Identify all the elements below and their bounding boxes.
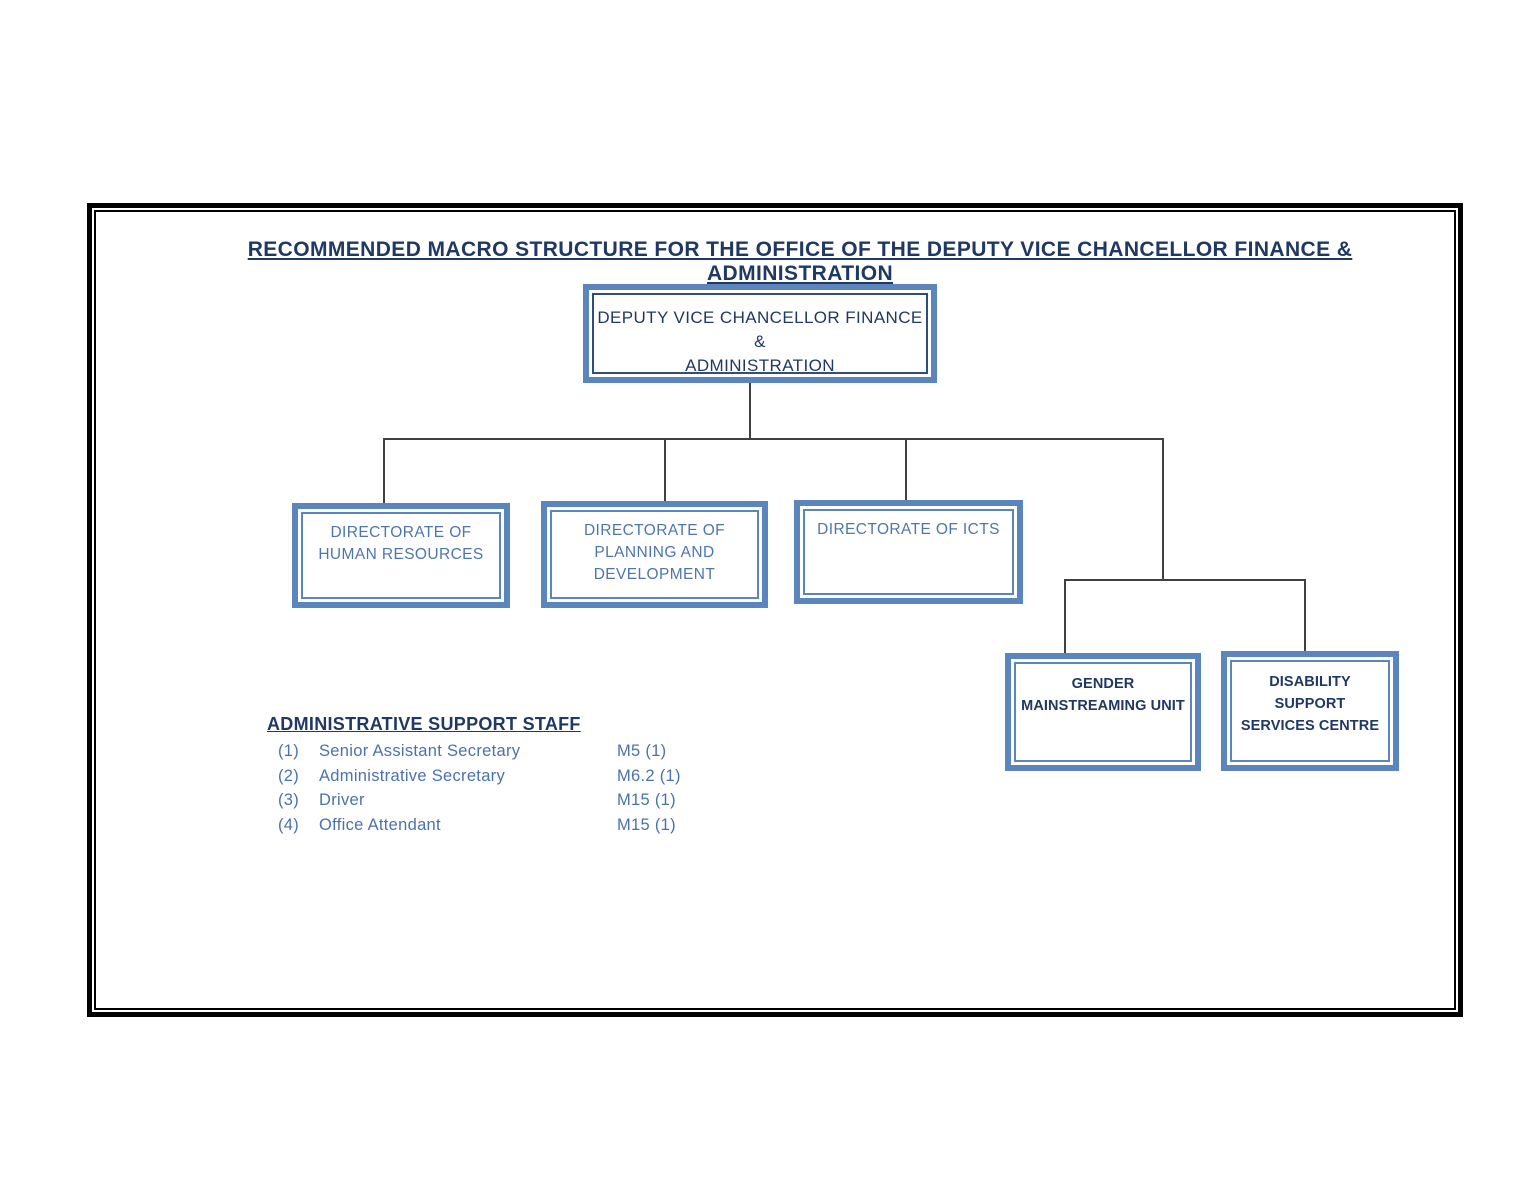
org-box-label: DIRECTORATE OF PLANNING AND DEVELOPMENT (583, 522, 726, 583)
page-title: RECOMMENDED MACRO STRUCTURE FOR THE OFFI… (247, 238, 1353, 285)
row-number: (4) (278, 816, 300, 835)
org-box-deputy-vice-chancellor: DEPUTY VICE CHANCELLOR FINANCE & ADMINIS… (583, 284, 937, 383)
row-number: (1) (278, 742, 300, 760)
org-box-gender-mainstreaming-unit: GENDER MAINSTREAMING UNIT (1005, 653, 1201, 771)
row-grade: M6.2 (1) (617, 766, 681, 785)
row-grade: M5 (1) (617, 742, 667, 760)
admin-staff-row: (3) Driver M15 (1) (267, 791, 727, 816)
row-grade: M15 (1) (617, 816, 676, 835)
row-grade: M15 (1) (617, 791, 676, 810)
page-border-frame (87, 203, 1463, 1017)
connector-drop-planning (664, 438, 666, 502)
box-inner-frame: DISABILITY SUPPORT SERVICES CENTRE (1230, 660, 1390, 762)
connector-drop-human-resources (383, 438, 385, 504)
row-role: Senior Assistant Secretary (319, 742, 521, 760)
org-box-directorate-planning-development: DIRECTORATE OF PLANNING AND DEVELOPMENT (541, 501, 768, 608)
row-role: Administrative Secretary (319, 766, 506, 785)
connector-drop-gender-unit (1064, 579, 1066, 654)
org-box-label: DIRECTORATE OF HUMAN RESOURCES (318, 524, 484, 563)
admin-staff-row: (1) Senior Assistant Secretary M5 (1) (267, 742, 727, 767)
connector-drop-right-branch (1162, 438, 1164, 581)
admin-staff-row: (2) Administrative Secretary M6.2 (1) (267, 767, 727, 792)
row-role: Office Attendant (319, 816, 441, 835)
org-box-directorate-human-resources: DIRECTORATE OF HUMAN RESOURCES (292, 503, 510, 608)
page-border-inner-line (94, 210, 1456, 1010)
org-box-label: DISABILITY SUPPORT SERVICES CENTRE (1240, 674, 1380, 734)
org-box-disability-support-services-centre: DISABILITY SUPPORT SERVICES CENTRE (1221, 651, 1399, 771)
org-box-label: DIRECTORATE OF ICTS (817, 521, 1000, 538)
box-inner-frame: DIRECTORATE OF PLANNING AND DEVELOPMENT (550, 510, 759, 599)
box-inner-frame: DEPUTY VICE CHANCELLOR FINANCE & ADMINIS… (592, 293, 928, 375)
row-number: (3) (278, 791, 300, 810)
connector-root-stub (749, 383, 751, 439)
admin-staff-row: (4) Office Attendant M15 (1) (267, 816, 727, 841)
org-box-label: DEPUTY VICE CHANCELLOR FINANCE & ADMINIS… (597, 308, 923, 375)
connector-drop-icts (905, 438, 907, 501)
connector-sub-horizontal (1064, 579, 1306, 581)
connector-drop-disability-centre (1304, 579, 1306, 652)
box-inner-frame: DIRECTORATE OF HUMAN RESOURCES (301, 512, 501, 599)
row-role: Driver (319, 791, 365, 810)
box-inner-frame: GENDER MAINSTREAMING UNIT (1014, 662, 1192, 762)
connector-main-horizontal (383, 438, 1164, 440)
admin-staff-heading: ADMINISTRATIVE SUPPORT STAFF (267, 714, 581, 734)
box-inner-frame: DIRECTORATE OF ICTS (803, 509, 1014, 595)
org-box-label: GENDER MAINSTREAMING UNIT (1021, 676, 1185, 714)
org-box-directorate-icts: DIRECTORATE OF ICTS (794, 500, 1023, 604)
row-number: (2) (278, 766, 300, 785)
admin-support-staff-list: ADMINISTRATIVE SUPPORT STAFF (1) Senior … (267, 714, 727, 841)
